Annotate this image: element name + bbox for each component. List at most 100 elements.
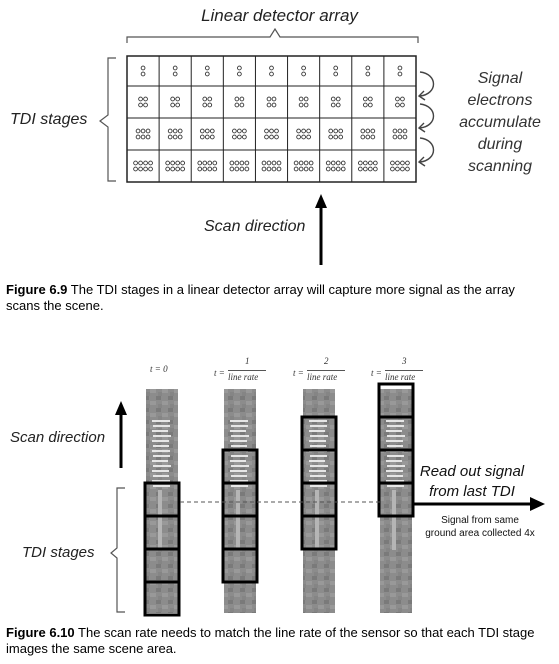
- electron-dot: [138, 102, 143, 108]
- pixel-electron-dots: [133, 65, 410, 172]
- electron-dot: [135, 128, 141, 134]
- tdi-stage-box: [143, 481, 181, 518]
- electron-dot: [172, 128, 178, 134]
- runway-marking: [152, 430, 168, 432]
- electron-dot: [298, 166, 304, 172]
- electron-dot: [330, 166, 336, 172]
- runway-marking: [387, 465, 405, 467]
- electron-dot: [175, 102, 181, 108]
- grid-lines: [127, 56, 416, 182]
- electron-dot: [229, 166, 235, 172]
- runway-marking: [309, 440, 326, 442]
- road-marking: [236, 490, 240, 550]
- electron-dot: [365, 128, 371, 134]
- electron-dot: [167, 134, 173, 140]
- runway-marking: [386, 440, 403, 442]
- electron-dot: [303, 166, 309, 172]
- road-marking: [158, 490, 162, 550]
- electron-dot: [301, 71, 306, 77]
- electron-dot: [204, 65, 210, 71]
- electron-dot: [269, 71, 274, 77]
- electron-dot: [400, 102, 405, 108]
- runway-marking: [309, 430, 325, 432]
- readout-arrowhead: [530, 497, 545, 511]
- runway-marking: [153, 425, 170, 427]
- electron-dot: [264, 128, 269, 134]
- electron-dot: [325, 160, 331, 166]
- electron-dot: [199, 134, 205, 140]
- runway-marking: [386, 480, 404, 482]
- electron-dot: [199, 128, 205, 134]
- electron-dot: [237, 65, 242, 71]
- electron-dot: [177, 128, 183, 134]
- electron-dot: [333, 134, 339, 140]
- electron-dot: [170, 160, 176, 166]
- electron-dot: [293, 160, 299, 166]
- electron-dot: [180, 160, 186, 166]
- electron-dot: [140, 128, 146, 134]
- electron-dot: [303, 160, 309, 166]
- electron-dot: [133, 166, 138, 172]
- electron-dot: [395, 160, 400, 166]
- scan-direction-label-2: Scan direction: [10, 429, 106, 446]
- electron-dot: [362, 166, 368, 172]
- scan-direction-arrowhead-2: [115, 401, 127, 415]
- readout-signal-label: Read out signal from last TDI: [419, 463, 525, 500]
- electron-dot: [395, 96, 400, 102]
- runway-marking: [310, 465, 328, 467]
- electron-dot: [333, 71, 339, 77]
- tdi-stage-box: [221, 448, 259, 485]
- electron-dot: [172, 134, 178, 140]
- electron-dot: [335, 102, 341, 108]
- runway-marking: [230, 470, 247, 472]
- electron-dot: [202, 96, 208, 102]
- electron-dot: [340, 166, 346, 172]
- electron-dot: [175, 160, 181, 166]
- electron-dot: [145, 128, 151, 134]
- electron-dot: [148, 160, 153, 166]
- tdi-stages-label: TDI stages: [10, 111, 88, 128]
- electron-dot: [402, 128, 408, 134]
- runway-marking: [153, 435, 171, 437]
- electron-dot: [138, 96, 143, 102]
- electron-dot: [365, 65, 371, 71]
- electron-dot: [269, 65, 274, 71]
- electron-dot: [239, 96, 245, 102]
- runway-marking: [386, 420, 404, 422]
- runway-marking: [387, 425, 404, 427]
- electron-dot: [362, 160, 368, 166]
- electron-dot: [405, 160, 410, 166]
- electron-dot: [261, 166, 267, 172]
- electron-dot: [367, 102, 373, 108]
- scene-strips: [143, 382, 415, 617]
- electron-dot: [239, 166, 245, 172]
- electron-dot: [207, 160, 213, 166]
- accumulate-arrows: [417, 71, 435, 167]
- runway-marking: [309, 470, 326, 472]
- electron-dot: [170, 102, 176, 108]
- electron-dot: [402, 134, 408, 140]
- electron-dot: [212, 160, 218, 166]
- electron-dot: [330, 160, 336, 166]
- electron-dot: [328, 128, 334, 134]
- scan-direction-label: Scan direction: [204, 218, 306, 235]
- electron-dot: [357, 166, 363, 172]
- electron-dot: [400, 96, 405, 102]
- electron-dot: [145, 134, 151, 140]
- runway-marking: [231, 485, 248, 487]
- runway-marking: [386, 430, 402, 432]
- electron-dot: [365, 134, 371, 140]
- runway-marking: [387, 435, 405, 437]
- top-brace: [126, 27, 419, 43]
- electron-dot: [237, 128, 242, 134]
- electron-dot: [232, 128, 237, 134]
- electron-dot: [338, 134, 344, 140]
- electron-dot: [148, 166, 153, 172]
- runway-marking: [153, 485, 170, 487]
- electron-dot: [365, 71, 371, 77]
- runway-marking: [230, 460, 246, 462]
- electron-dot: [335, 166, 341, 172]
- runway-marking: [230, 430, 246, 432]
- electron-dot: [274, 128, 279, 134]
- tdi-stage-box: [300, 415, 338, 452]
